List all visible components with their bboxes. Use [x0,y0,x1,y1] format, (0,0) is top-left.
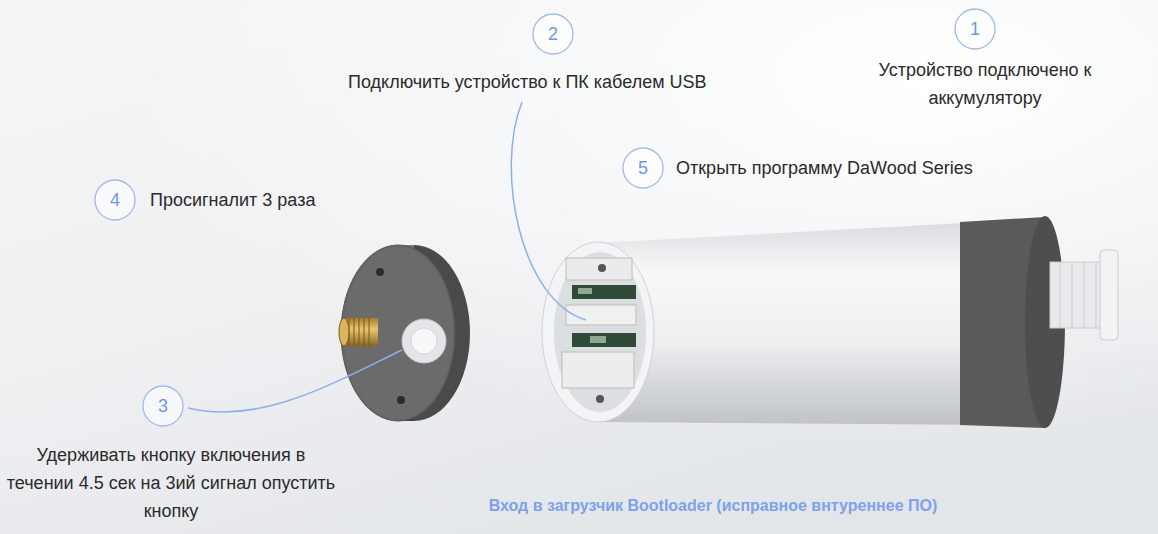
callout-circle: 3Удерживать кнопку включения в течении 4… [142,385,184,427]
step-instruction: Подключить устройство к ПК кабелем USB [348,68,707,96]
callout-circle: 5Открыть программу DaWood Series [622,147,664,189]
callout-number: 4 [94,179,136,221]
end-cap [339,245,470,421]
step-instruction: Удерживать кнопку включения в течении 4.… [6,441,336,525]
callout-circle: 1Устройство подключено к аккумулятору [954,8,996,50]
step-instruction: Устройство подключено к аккумулятору [845,56,1125,112]
callout-number: 2 [532,13,574,55]
callout-number: 3 [142,385,184,427]
footer-note: Вход в загрузчик Bootloader (исправное в… [489,497,938,515]
step-instruction: Открыть программу DaWood Series [676,154,973,182]
leader-line [188,102,586,412]
callout-circle: 2Подключить устройство к ПК кабелем USB [532,13,574,55]
callout-number: 5 [622,147,664,189]
callout-number: 1 [954,8,996,50]
step-instruction: Просигналит 3 раза [150,186,315,214]
housing-tube [542,216,1118,428]
callout-circle: 4Просигналит 3 раза [94,179,136,221]
